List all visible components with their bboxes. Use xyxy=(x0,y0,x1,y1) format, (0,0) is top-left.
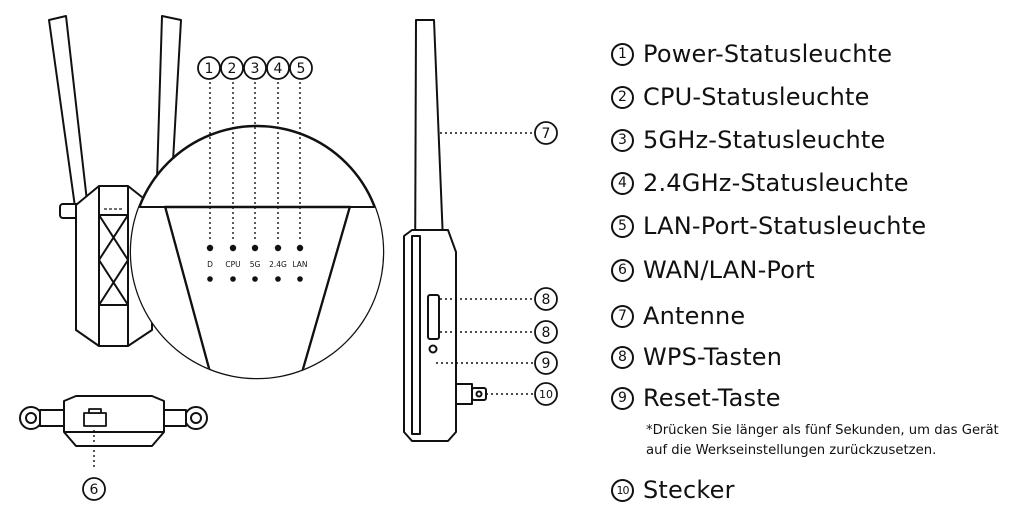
device-diagram: D CPU 5G 2.4G LAN 1 2 xyxy=(19,15,558,501)
callout-8b xyxy=(534,320,558,344)
legend-label: Reset-Taste xyxy=(643,384,781,412)
callout-4-label: 4 xyxy=(274,61,283,77)
callout-10-label: 10 xyxy=(539,388,553,401)
callout-5-label: 5 xyxy=(297,61,306,77)
front-view xyxy=(48,15,182,347)
led-callouts: 1 2 3 4 5 xyxy=(197,56,313,80)
legend-number: 1 xyxy=(611,42,634,66)
legend-label: Antenne xyxy=(643,302,746,330)
zoom-detail: D CPU 5G 2.4G LAN 1 2 xyxy=(129,56,385,380)
legend-label: WAN/LAN-Port xyxy=(643,256,815,284)
callout-5 xyxy=(289,56,313,80)
legend-number: 3 xyxy=(611,128,634,152)
callout-10 xyxy=(534,382,558,406)
reset-note: *Drücken Sie länger als fünf Sekunden, u… xyxy=(646,423,999,458)
led-label-lan: LAN xyxy=(292,260,307,269)
led-5g xyxy=(251,244,259,252)
bottom-right-antenna-end xyxy=(184,406,208,430)
legend-item-power: 1 Power-Statusleuchte xyxy=(611,40,892,68)
callout-9-label: 9 xyxy=(542,356,551,372)
bottom-body xyxy=(63,395,165,447)
legend-number: 5 xyxy=(611,214,634,238)
callout-7-label: 7 xyxy=(542,126,551,142)
legend-number: 2 xyxy=(611,85,634,109)
led-24g xyxy=(274,244,282,252)
callout-4 xyxy=(266,56,290,80)
ethernet-port xyxy=(83,408,107,427)
side-view xyxy=(403,19,487,442)
led-label-5g: 5G xyxy=(250,260,261,269)
callout-7 xyxy=(534,121,558,145)
legend-item-wps: 8 WPS-Tasten xyxy=(611,343,782,371)
legend-number: 6 xyxy=(611,258,634,282)
legend-label: 5GHz-Statusleuchte xyxy=(643,126,886,154)
legend-item-24ghz: 4 2.4GHz-Statusleuchte xyxy=(611,169,909,197)
callout-1-label: 1 xyxy=(205,61,214,77)
legend-item-5ghz: 3 5GHz-Statusleuchte xyxy=(611,126,885,154)
legend-number: 4 xyxy=(611,171,634,195)
led-indicators xyxy=(206,244,304,282)
legend-number: 9 xyxy=(611,386,634,410)
legend-number: 10 xyxy=(611,478,634,502)
callout-8a xyxy=(534,287,558,311)
legend-item-cpu: 2 CPU-Statusleuchte xyxy=(611,83,870,111)
callout-8a-label: 8 xyxy=(542,292,551,308)
legend-label: CPU-Statusleuchte xyxy=(643,83,870,111)
left-antenna xyxy=(48,15,89,215)
led-power xyxy=(206,244,214,252)
callout-2 xyxy=(220,56,244,80)
led-label-cpu: CPU xyxy=(225,260,240,269)
reset-hole xyxy=(428,344,438,354)
legend-label: Stecker xyxy=(643,476,735,504)
led-cpu xyxy=(229,244,237,252)
callout-2-label: 2 xyxy=(228,61,237,77)
callout-3-label: 3 xyxy=(251,61,260,77)
legend-item-lan-led: 5 LAN-Port-Statusleuchte xyxy=(611,212,926,240)
callout-1 xyxy=(197,56,221,80)
callout-8b-label: 8 xyxy=(542,325,551,341)
callout-6 xyxy=(82,477,106,501)
led-label-24g: 2.4G xyxy=(269,260,287,269)
callout-9 xyxy=(534,351,558,375)
bottom-view xyxy=(19,395,208,501)
plug xyxy=(455,383,473,405)
legend-label: Power-Statusleuchte xyxy=(643,40,893,68)
legend-item-antenna: 7 Antenne xyxy=(611,302,745,330)
legend-label: WPS-Tasten xyxy=(643,343,783,371)
legend-item-plug: 10 Stecker xyxy=(611,476,735,504)
wps-button xyxy=(427,294,440,340)
legend-item-wan-lan-port: 6 WAN/LAN-Port xyxy=(611,256,815,284)
led-label-power: D xyxy=(207,260,213,269)
callout-6-label: 6 xyxy=(90,482,99,498)
callout-3 xyxy=(243,56,267,80)
legend-item-reset: 9 Reset-Taste xyxy=(611,384,781,412)
legend-number: 8 xyxy=(611,345,634,369)
legend-label: LAN-Port-Statusleuchte xyxy=(643,212,927,240)
led-lan xyxy=(296,244,304,252)
legend-label: 2.4GHz-Statusleuchte xyxy=(643,169,909,197)
legend-number: 7 xyxy=(611,304,634,328)
bottom-left-antenna-end xyxy=(19,406,43,430)
